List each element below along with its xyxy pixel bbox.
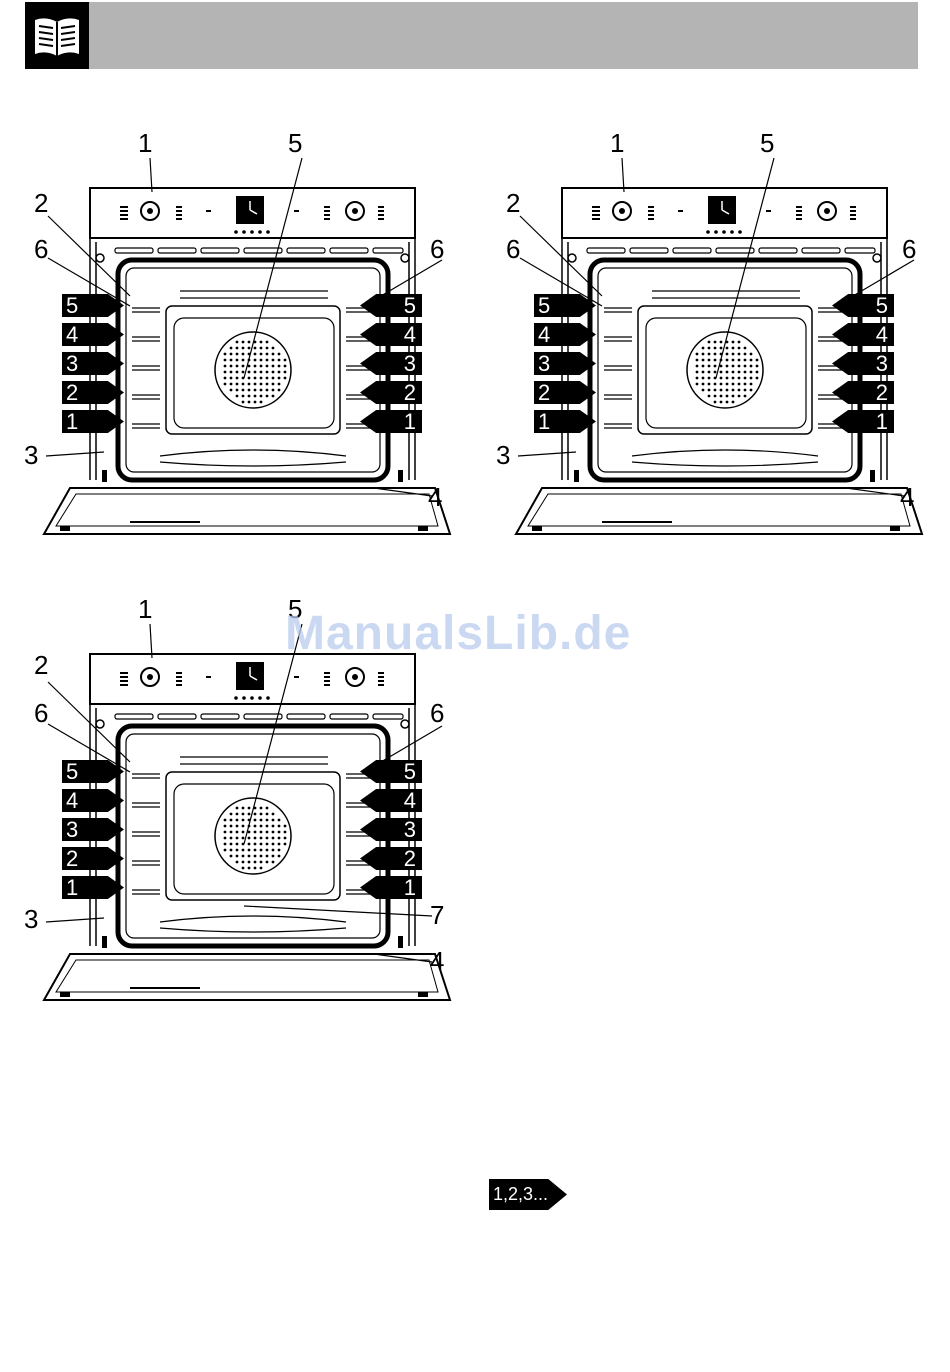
open-book-icon: [25, 2, 89, 69]
callout-leader-lines: [34, 128, 474, 538]
sequence-badge: 1,2,3...: [489, 1179, 567, 1210]
header-bar: [25, 2, 918, 69]
watermark: ManualsLib.de: [285, 606, 631, 661]
callout-leader-lines: [506, 128, 946, 538]
